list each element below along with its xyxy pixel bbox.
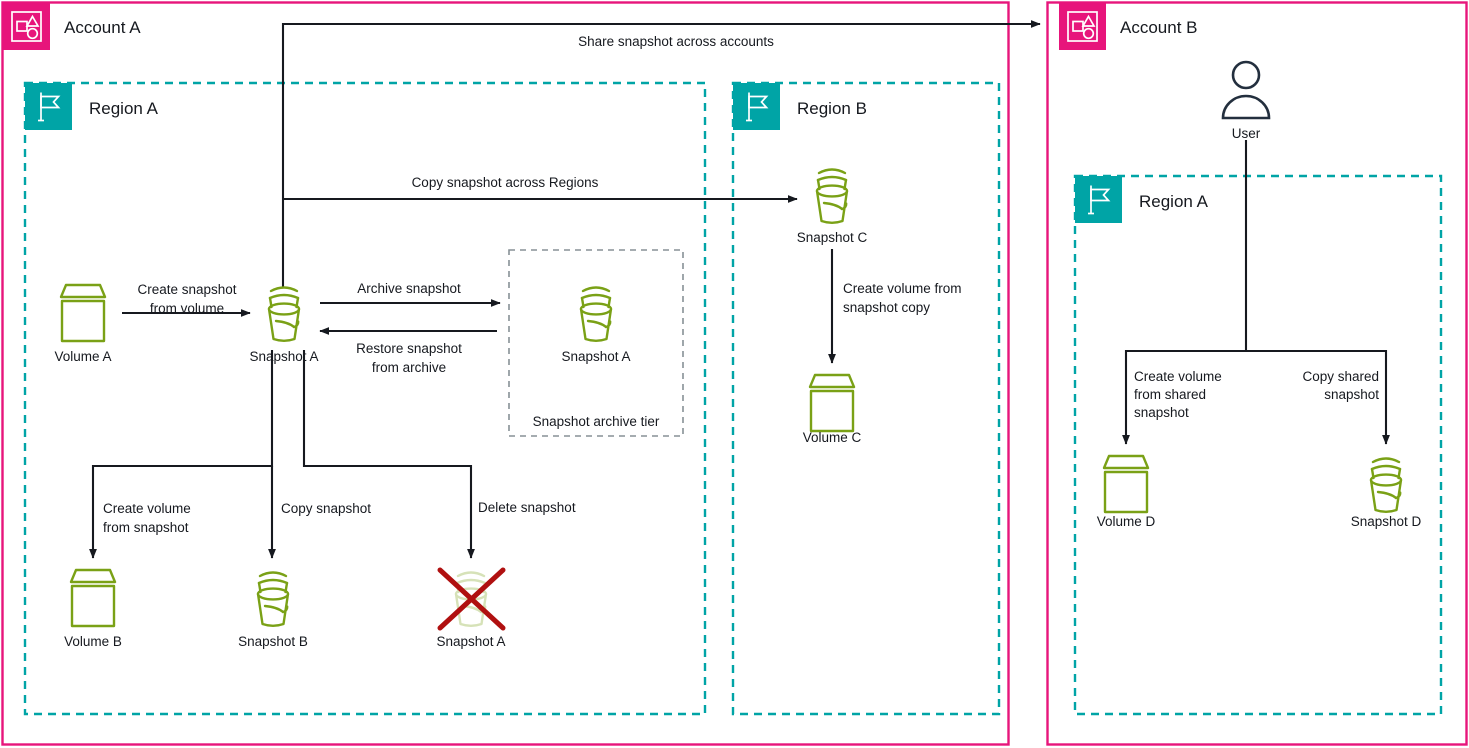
edge-create-volume-shared-label-2: from shared bbox=[1134, 387, 1206, 402]
node-snapshot-c[interactable]: Snapshot C bbox=[797, 168, 868, 246]
node-snapshot-a-label: Snapshot A bbox=[249, 349, 318, 364]
node-volume-d-label: Volume D bbox=[1097, 514, 1156, 529]
edge-share-across-accounts-line bbox=[281, 20, 1041, 288]
node-volume-a-label: Volume A bbox=[54, 349, 111, 364]
region-a-right-box bbox=[1073, 174, 1443, 716]
edge-create-volume-from-copy-label-1: Create volume from bbox=[843, 281, 962, 296]
user-icon bbox=[1221, 60, 1271, 120]
edge-create-volume-from-snapshot-label-2: from snapshot bbox=[103, 520, 189, 535]
node-snapshot-a-archived-label: Snapshot A bbox=[561, 349, 630, 364]
node-volume-b[interactable]: Volume B bbox=[64, 568, 122, 649]
account-a-box bbox=[1, 1, 1010, 746]
delete-x-icon bbox=[437, 567, 506, 631]
node-snapshot-a[interactable]: Snapshot A bbox=[249, 286, 319, 365]
snapshot-icon bbox=[579, 286, 613, 342]
edge-restore-snapshot-label-2: from archive bbox=[372, 360, 446, 375]
node-volume-c-label: Volume C bbox=[803, 430, 862, 445]
edge-create-snapshot-label-1: Create snapshot bbox=[137, 282, 236, 297]
snapshot-icon bbox=[1369, 457, 1403, 513]
edge-create-volume-from-snapshot-label-1: Create volume bbox=[103, 501, 191, 516]
node-user[interactable]: User bbox=[1221, 60, 1271, 141]
node-snapshot-d-label: Snapshot D bbox=[1351, 514, 1422, 529]
node-snapshot-a-deleted[interactable]: Snapshot A bbox=[436, 567, 506, 649]
edge-create-snapshot-label-2: from volume bbox=[150, 301, 224, 316]
edge-share-across-accounts-label: Share snapshot across accounts bbox=[578, 34, 774, 49]
edge-copy-shared-snapshot-label-1: Copy shared bbox=[1302, 369, 1379, 384]
region-b-icon-tile bbox=[733, 83, 780, 130]
edge-create-volume-shared-label-1: Create volume bbox=[1134, 369, 1222, 384]
edge-delete-snapshot-label: Delete snapshot bbox=[478, 500, 576, 515]
volume-icon bbox=[59, 283, 107, 343]
edge-copy-snapshot-label: Copy snapshot bbox=[281, 501, 371, 516]
volume-icon bbox=[808, 373, 856, 433]
edge-archive-snapshot-label: Archive snapshot bbox=[357, 281, 461, 296]
node-volume-d[interactable]: Volume D bbox=[1097, 454, 1156, 529]
edge-restore-snapshot-label-1: Restore snapshot bbox=[356, 341, 462, 356]
region-a-left-box bbox=[23, 81, 707, 716]
region-b-box bbox=[731, 81, 1001, 716]
snapshot-icon bbox=[256, 571, 290, 627]
edge-create-volume-shared-label-3: snapshot bbox=[1134, 405, 1189, 420]
snapshot-archive-tier-label: Snapshot archive tier bbox=[533, 414, 660, 429]
node-snapshot-b-label: Snapshot B bbox=[238, 634, 308, 649]
edge-copy-shared-snapshot-line bbox=[1246, 349, 1390, 445]
node-snapshot-c-label: Snapshot C bbox=[797, 230, 868, 245]
region-a-left-icon-tile bbox=[25, 83, 72, 130]
edge-create-volume-from-snapshot-line bbox=[89, 350, 274, 559]
edge-copy-across-regions-label: Copy snapshot across Regions bbox=[412, 175, 599, 190]
region-a-left-label: Region A bbox=[89, 99, 159, 118]
account-b-box bbox=[1046, 1, 1468, 746]
volume-icon bbox=[1102, 454, 1150, 514]
edge-copy-shared-snapshot-label-2: snapshot bbox=[1324, 387, 1379, 402]
node-snapshot-a-archived[interactable]: Snapshot A bbox=[561, 286, 631, 365]
edge-delete-snapshot-line bbox=[302, 350, 475, 559]
node-user-label: User bbox=[1232, 126, 1261, 141]
node-volume-b-label: Volume B bbox=[64, 634, 122, 649]
account-b-label: Account B bbox=[1120, 18, 1198, 37]
snapshot-archive-tier-box bbox=[508, 249, 684, 437]
node-volume-a[interactable]: Volume A bbox=[54, 283, 112, 364]
node-snapshot-b[interactable]: Snapshot B bbox=[238, 571, 308, 650]
edge-create-volume-from-copy-label-2: snapshot copy bbox=[843, 300, 930, 315]
region-a-right-icon-tile bbox=[1075, 176, 1122, 223]
account-a-label: Account A bbox=[64, 18, 141, 37]
node-snapshot-d[interactable]: Snapshot D bbox=[1351, 457, 1422, 530]
node-volume-c[interactable]: Volume C bbox=[803, 373, 862, 445]
node-snapshot-a-deleted-label: Snapshot A bbox=[436, 634, 505, 649]
region-a-right-label: Region A bbox=[1139, 192, 1209, 211]
snapshot-icon bbox=[267, 286, 301, 342]
volume-icon bbox=[69, 568, 117, 628]
region-b-label: Region B bbox=[797, 99, 867, 118]
edge-create-volume-shared-line bbox=[1122, 140, 1248, 445]
snapshot-icon bbox=[815, 168, 849, 225]
